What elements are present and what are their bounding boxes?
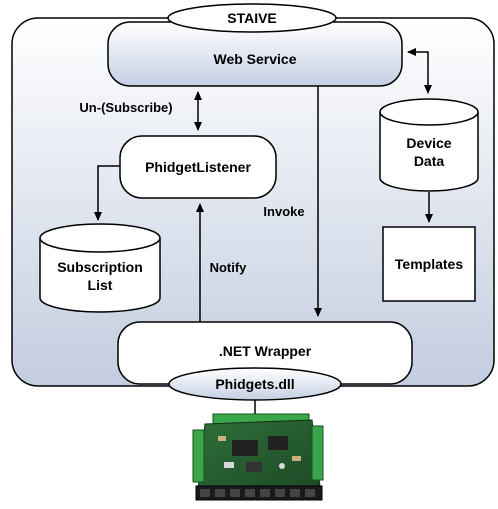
edge-notify-label: Notify: [210, 260, 248, 275]
edge-subscribe-label: Un-(Subscribe): [79, 100, 172, 115]
phidget-board-image: [192, 413, 324, 501]
templates-label: Templates: [395, 256, 463, 272]
phidgets-dll-label: Phidgets.dll: [215, 376, 294, 392]
templates-node: [382, 226, 476, 302]
edge-webservice-device-data: [407, 48, 432, 94]
web-service-label: Web Service: [213, 51, 296, 67]
staive-oval: [167, 3, 337, 33]
subscription-list-store: [39, 223, 161, 313]
subscription-list-label-2: List: [88, 277, 113, 293]
phidget-listener-node: [119, 135, 277, 199]
subscription-list-label-1: Subscription: [57, 259, 143, 275]
edge-invoke-label: Invoke: [263, 204, 304, 219]
phidget-listener-label: PhidgetListener: [145, 159, 251, 175]
net-wrapper-label: .NET Wrapper: [219, 343, 312, 359]
device-data-label-2: Data: [414, 153, 445, 169]
device-data-label-1: Device: [406, 135, 451, 151]
edge-listener-to-subscription: [94, 165, 120, 221]
device-data-store: [379, 98, 479, 192]
staive-title: STAIVE: [227, 10, 277, 26]
